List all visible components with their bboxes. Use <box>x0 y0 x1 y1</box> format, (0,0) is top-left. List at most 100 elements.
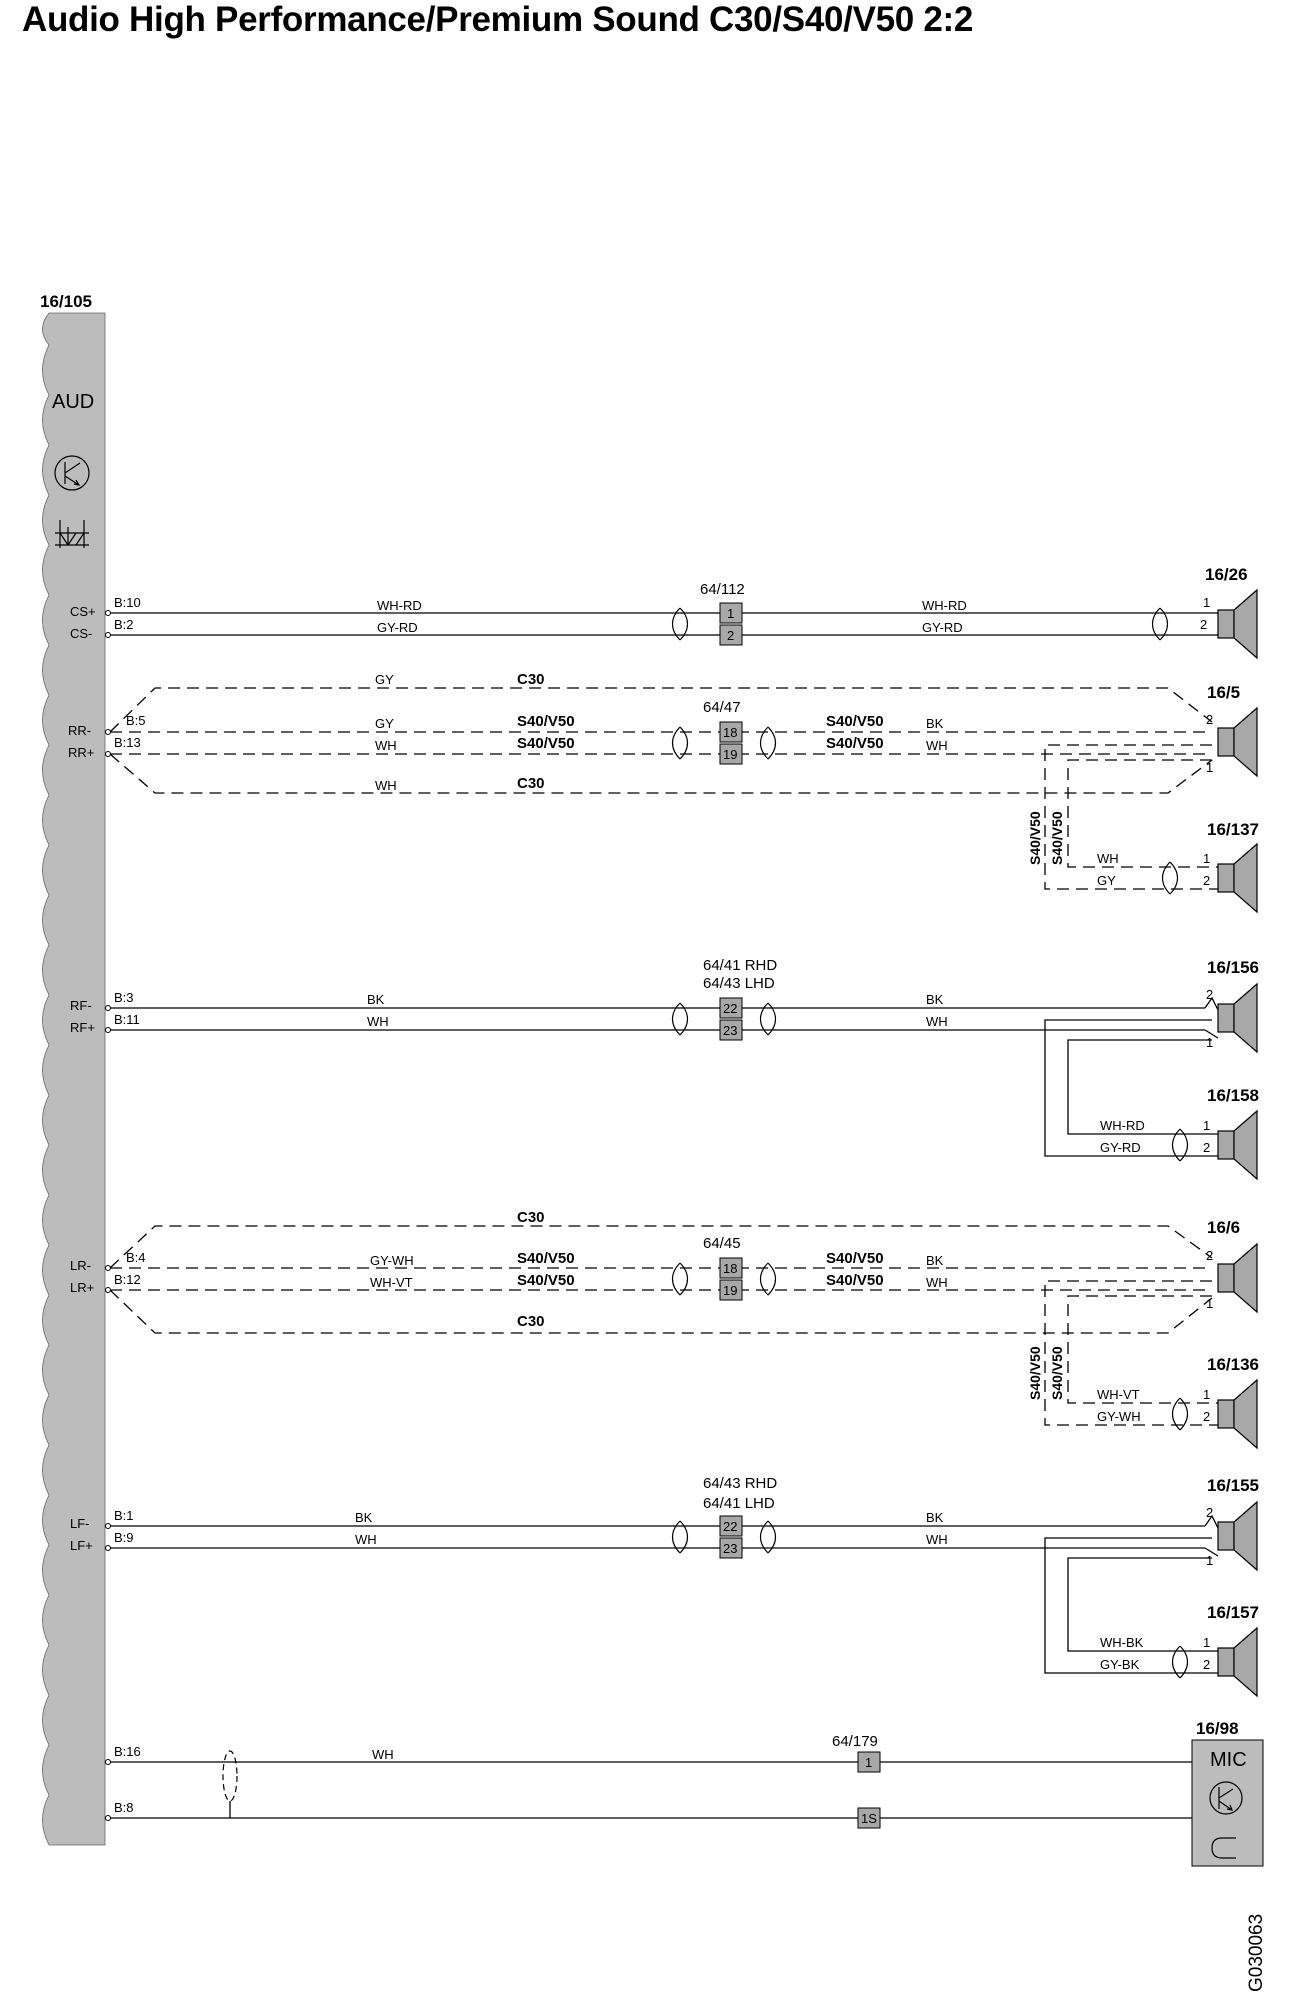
connector-pin-label: 23 <box>723 1023 737 1038</box>
connector-pin <box>719 997 743 1019</box>
wire <box>1204 996 1219 1039</box>
variant-label: C30 <box>517 775 545 792</box>
variant-label: S40/V50 <box>1027 1346 1043 1400</box>
terminal-label: B:9 <box>114 1530 134 1545</box>
speaker-ref: 16/155 <box>1207 1476 1259 1495</box>
wire-color-label: WH <box>372 1747 394 1762</box>
connector-pin-label: 19 <box>723 747 737 762</box>
speaker-ref: 16/5 <box>1207 683 1240 702</box>
speaker-ref: 16/156 <box>1207 958 1259 977</box>
terminal-label: B:12 <box>114 1272 141 1287</box>
connector-label: 64/47 <box>703 699 741 716</box>
pin-label: CS- <box>70 626 92 641</box>
pin-label: RF- <box>70 998 92 1013</box>
mic-label: MIC <box>1210 1749 1247 1771</box>
connector-pin <box>719 1257 743 1279</box>
pin-label: RR+ <box>68 745 94 760</box>
microphone <box>1191 1739 1264 1867</box>
wire-color-label: WH-RD <box>922 598 967 613</box>
pin-label: CS+ <box>70 604 96 619</box>
speaker-ref: 16/158 <box>1207 1086 1259 1105</box>
wire-color-label: WH <box>375 778 397 793</box>
variant-label: C30 <box>517 1313 545 1330</box>
module-ref: 16/105 <box>40 292 92 311</box>
connector-pin-label: 1S <box>861 1811 877 1826</box>
speaker-ref: 16/157 <box>1207 1603 1259 1622</box>
wire-color-label: GY-BK <box>1100 1657 1140 1672</box>
wire-color-label: WH <box>926 738 948 753</box>
variant-label: S40/V50 <box>517 735 575 752</box>
variant-label: S40/V50 <box>826 713 884 730</box>
wire-color-label: WH-RD <box>1100 1118 1145 1133</box>
variant-label: C30 <box>517 671 545 688</box>
variant-label: C30 <box>517 1209 545 1226</box>
terminal-label: B:2 <box>114 617 134 632</box>
connector-pin <box>719 624 743 646</box>
wire <box>109 1289 1213 1334</box>
wire <box>109 687 1213 733</box>
connector-label: 64/179 <box>832 1733 878 1750</box>
wire-color-label: BK <box>926 1253 944 1268</box>
speaker-icon <box>1217 588 1258 660</box>
wire-color-label: WH-BK <box>1100 1635 1144 1650</box>
connector-label: 64/43 RHD <box>703 1475 777 1492</box>
pin-label: LR+ <box>70 1280 94 1295</box>
wire <box>1044 1019 1218 1157</box>
connector-pin <box>719 1019 743 1041</box>
terminal-label: B:1 <box>114 1508 134 1523</box>
speaker-pin-label: 2 <box>1203 1409 1210 1424</box>
terminal-label: B:3 <box>114 990 134 1005</box>
connector-pin <box>719 721 743 743</box>
variant-label: S40/V50 <box>1027 811 1043 865</box>
pin-label: LR- <box>70 1258 91 1273</box>
wire-color-label: BK <box>367 992 385 1007</box>
connector-pin-label: 18 <box>723 1261 737 1276</box>
connector-pin-label: 22 <box>723 1001 737 1016</box>
connector-label: 64/41 LHD <box>703 1495 775 1512</box>
speaker-pin-label: 1 <box>1203 851 1210 866</box>
wire-color-label: BK <box>926 992 944 1007</box>
speaker-pin-label: 1 <box>1206 1553 1213 1568</box>
transistor-icon <box>1209 1781 1243 1815</box>
variant-label: S40/V50 <box>1049 811 1065 865</box>
speaker-ref: 16/136 <box>1207 1355 1259 1374</box>
speaker-ref: 16/26 <box>1205 565 1248 584</box>
terminal-label: B:11 <box>114 1012 140 1027</box>
wire <box>109 1225 1213 1269</box>
wire <box>1044 744 1218 890</box>
terminal-label: B:5 <box>126 713 146 728</box>
shield-icon <box>222 1750 238 1802</box>
pin-label: RF+ <box>70 1020 95 1035</box>
wire-color-label: GY-RD <box>922 620 963 635</box>
speaker-icon <box>1217 982 1258 1054</box>
wire <box>1067 1039 1218 1135</box>
wire-color-label: BK <box>926 1510 944 1525</box>
wire-color-label: GY <box>1097 873 1116 888</box>
wire-color-label: GY-RD <box>377 620 418 635</box>
terminal-label: B:10 <box>114 595 141 610</box>
speaker-pin-label: 1 <box>1203 595 1210 610</box>
page-title: Audio High Performance/Premium Sound C30… <box>22 0 974 39</box>
speaker-pin-label: 2 <box>1203 1657 1210 1672</box>
connector-pin <box>719 1537 743 1559</box>
connector-label: 64/43 LHD <box>703 975 775 992</box>
connector-label: 64/45 <box>703 1235 741 1252</box>
speaker-pin-label: 2 <box>1203 873 1210 888</box>
speaker-icon <box>1217 706 1258 778</box>
wire <box>109 753 1213 794</box>
wire-color-label: GY-WH <box>370 1253 414 1268</box>
connector-pin-label: 2 <box>727 628 734 643</box>
wire-color-label: WH-RD <box>377 598 422 613</box>
wire-color-label: BK <box>926 716 944 731</box>
mic-ref: 16/98 <box>1196 1719 1239 1738</box>
speaker-ref: 16/137 <box>1207 820 1259 839</box>
speaker-icon <box>1217 1109 1258 1181</box>
speaker-icon <box>1217 1500 1258 1572</box>
microphone-icon <box>1211 1837 1236 1859</box>
variant-label: S40/V50 <box>517 713 575 730</box>
wire <box>1067 1557 1218 1652</box>
terminal-label: B:16 <box>114 1744 141 1759</box>
speaker-pin-label: 2 <box>1203 1140 1210 1155</box>
speaker-pin-label: 1 <box>1206 1035 1213 1050</box>
